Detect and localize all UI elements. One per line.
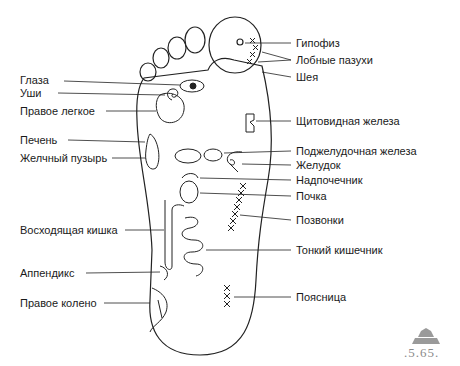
leader-lines-part — [125, 230, 164, 231]
organ-label: Аппендикс — [20, 266, 74, 280]
organ-shapes-part — [175, 149, 201, 163]
foot-outline-part — [209, 17, 261, 73]
leader-lines-part — [64, 81, 180, 85]
foot-outline-part — [153, 48, 169, 68]
watermark-logo-part — [418, 328, 434, 337]
organ-shapes-part — [165, 200, 184, 269]
organ-shapes — [146, 80, 254, 332]
organ-label: Уши — [20, 86, 41, 100]
organ-shapes-part — [150, 288, 167, 332]
organ-label: Восходящая кишка — [20, 223, 118, 237]
organ-shapes-part — [182, 174, 198, 179]
organ-shapes-part — [246, 114, 254, 132]
leader-lines-part — [200, 193, 291, 196]
organ-label: Гипофиз — [296, 36, 340, 50]
organ-shapes-part — [180, 181, 198, 203]
reflex-points — [224, 38, 258, 307]
leader-lines-part — [262, 72, 291, 77]
foot-outline-part — [137, 58, 272, 355]
organ-label: Желудок — [296, 158, 341, 172]
foot-outline-part — [140, 63, 156, 81]
organ-shapes-part — [190, 83, 196, 89]
watermark: .5.65. — [404, 346, 439, 360]
watermark-logo — [412, 328, 440, 344]
organ-shapes-part — [180, 80, 204, 92]
organ-shapes-part — [168, 89, 178, 100]
organ-label: Щитовидная железа — [296, 114, 400, 128]
organ-label: Желчный пузырь — [20, 151, 107, 165]
organ-shapes-part — [160, 266, 167, 280]
organ-label: Почка — [296, 189, 327, 203]
leader-lines-part — [240, 215, 291, 220]
leader-lines-part — [106, 111, 156, 112]
foot-outline-part — [168, 37, 186, 59]
leader-lines-part — [242, 164, 291, 165]
reflex-points-part — [247, 38, 258, 64]
organ-label: Надпочечник — [296, 173, 363, 187]
leader-lines-part — [104, 303, 150, 304]
leader-lines-part — [68, 140, 145, 142]
organ-label: Печень — [20, 133, 57, 147]
organ-label: Позвонки — [296, 213, 344, 227]
organ-label: Правое колено — [20, 296, 97, 310]
leader-lines-part — [206, 250, 291, 251]
foot-outline-part — [237, 39, 243, 45]
organ-label: Глаза — [20, 73, 49, 87]
organ-label: Шея — [296, 70, 318, 84]
organ-shapes-part — [204, 149, 222, 161]
organ-label: Тонкий кишечник — [296, 243, 383, 257]
watermark-logo-part — [412, 338, 440, 344]
leader-lines-part — [258, 52, 291, 62]
foot-outline-part — [185, 27, 205, 53]
leader-lines-part — [58, 93, 165, 95]
leader-lines-part — [245, 43, 291, 44]
organ-shapes-part — [182, 217, 203, 276]
leader-lines-part — [234, 297, 291, 298]
organ-shapes-part — [227, 152, 242, 172]
leader-lines — [58, 43, 291, 303]
organ-label: Поджелудочная железа — [296, 144, 417, 158]
leader-lines-part — [200, 178, 291, 180]
reflex-points-part — [228, 183, 246, 231]
organ-shapes-part — [156, 93, 184, 122]
leader-lines-part — [112, 158, 146, 159]
reflex-points-part — [224, 285, 230, 307]
foot-outline — [137, 17, 272, 355]
organ-label: Лобные пазухи — [296, 53, 373, 67]
organ-label: Правое легкое — [20, 104, 95, 118]
organ-shapes-part — [146, 134, 159, 169]
organ-label: Поясница — [296, 290, 346, 304]
leader-lines-part — [86, 272, 160, 273]
leader-lines-part — [224, 151, 291, 153]
leader-lines-part — [256, 121, 291, 122]
